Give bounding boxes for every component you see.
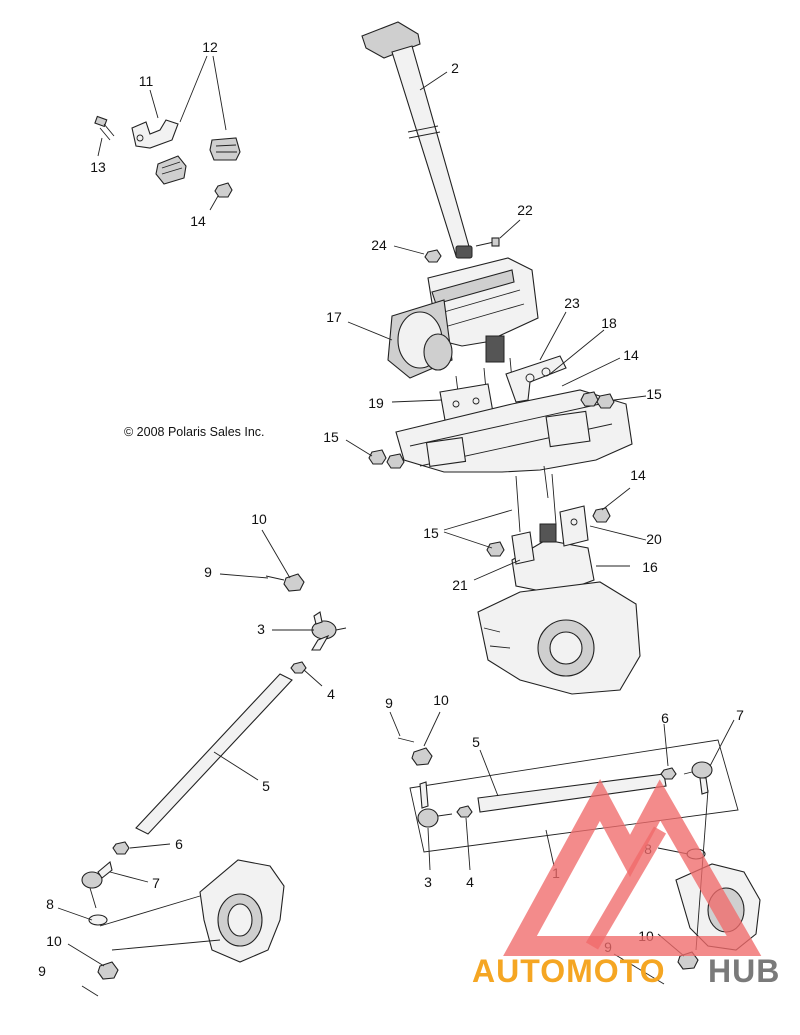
callout-9a: 9 bbox=[204, 564, 212, 580]
cotter-pin-9b bbox=[81, 985, 99, 997]
bushing-12a bbox=[155, 155, 187, 185]
jam-nut-6b bbox=[660, 767, 677, 780]
tie-rod-5a bbox=[135, 673, 293, 835]
steering-shaft-2 bbox=[361, 21, 473, 259]
tie-rod-end-7a bbox=[81, 861, 113, 909]
callout-12: 12 bbox=[202, 39, 218, 55]
bracket-18-23 bbox=[505, 355, 567, 403]
nut-24 bbox=[424, 249, 442, 263]
cotter-pin-9c bbox=[397, 737, 415, 743]
callout-5b: 5 bbox=[472, 734, 480, 750]
watermark-triangle-mark bbox=[503, 779, 762, 956]
jam-nut-4a bbox=[290, 661, 307, 674]
castle-nut-10b bbox=[97, 961, 119, 980]
bolts-15 bbox=[368, 391, 615, 557]
eps-unit-17 bbox=[387, 257, 539, 393]
callout-7b: 7 bbox=[736, 707, 744, 723]
jam-nut-4b bbox=[456, 805, 473, 818]
kit-box-1 bbox=[409, 739, 739, 853]
callout-11: 11 bbox=[139, 73, 154, 89]
bracket-11 bbox=[131, 119, 179, 149]
washer-8a bbox=[88, 914, 108, 926]
bracket-21 bbox=[511, 531, 535, 565]
callout-7a: 7 bbox=[152, 875, 160, 891]
callout-21: 21 bbox=[452, 577, 468, 593]
cotter-pin-9a bbox=[265, 575, 285, 581]
frame-crossmember bbox=[395, 389, 633, 473]
steering-gearbox bbox=[477, 581, 641, 695]
callout-4b: 4 bbox=[466, 874, 474, 890]
callout-24: 24 bbox=[371, 237, 387, 253]
watermark-text-hub: HUB bbox=[708, 953, 780, 989]
callout-6b: 6 bbox=[661, 710, 669, 726]
castle-nut-10a bbox=[283, 573, 305, 592]
callout-23: 23 bbox=[564, 295, 580, 311]
automotohub-watermark: AUTOMOTO HUB bbox=[472, 779, 780, 989]
callout-19: 19 bbox=[368, 395, 384, 411]
callout-3b: 3 bbox=[424, 874, 432, 890]
callout-9b: 9 bbox=[38, 963, 46, 979]
bolt-22 bbox=[475, 237, 500, 247]
callout-14b: 14 bbox=[623, 347, 639, 363]
callout-14c: 14 bbox=[630, 467, 646, 483]
callout-3a: 3 bbox=[257, 621, 265, 637]
callout-15c: 15 bbox=[423, 525, 439, 541]
callout-15b: 15 bbox=[323, 429, 339, 445]
callout-20: 20 bbox=[646, 531, 662, 547]
callout-6a: 6 bbox=[175, 836, 183, 852]
spindle-knuckle-left bbox=[199, 859, 285, 963]
tie-rod-end-3b bbox=[417, 781, 453, 828]
leader-lines bbox=[57, 55, 735, 985]
jam-nut-6a bbox=[112, 841, 130, 855]
callout-16: 16 bbox=[642, 559, 658, 575]
nut-14a bbox=[214, 182, 233, 198]
callout-15a: 15 bbox=[646, 386, 662, 402]
callout-9c: 9 bbox=[385, 695, 393, 711]
callout-2: 2 bbox=[451, 60, 459, 76]
callout-17: 17 bbox=[326, 309, 342, 325]
watermark-text-automoto: AUTOMOTO bbox=[472, 953, 665, 989]
callout-14a: 14 bbox=[190, 213, 206, 229]
copyright-notice: © 2008 Polaris Sales Inc. bbox=[124, 425, 265, 439]
studs bbox=[515, 465, 557, 533]
tie-rod-5b bbox=[477, 773, 667, 813]
bushing-12b bbox=[209, 137, 241, 161]
bolt-13 bbox=[94, 115, 115, 141]
callout-18: 18 bbox=[601, 315, 617, 331]
callout-4a: 4 bbox=[327, 686, 335, 702]
tie-rod-end-3a bbox=[311, 611, 347, 651]
callout-8a: 8 bbox=[46, 896, 54, 912]
castle-nut-10c bbox=[411, 747, 433, 766]
callout-5a: 5 bbox=[262, 778, 270, 794]
tie-rod-end-7b bbox=[683, 761, 713, 795]
callout-22: 22 bbox=[517, 202, 533, 218]
callout-13: 13 bbox=[90, 159, 106, 175]
callout-10a: 10 bbox=[251, 511, 267, 527]
callout-numbers: 2 12 11 13 14 22 24 17 23 18 14 15 19 15… bbox=[38, 39, 744, 979]
bracket-20 bbox=[559, 505, 589, 547]
callout-10b: 10 bbox=[46, 933, 62, 949]
callout-10c: 10 bbox=[433, 692, 449, 708]
